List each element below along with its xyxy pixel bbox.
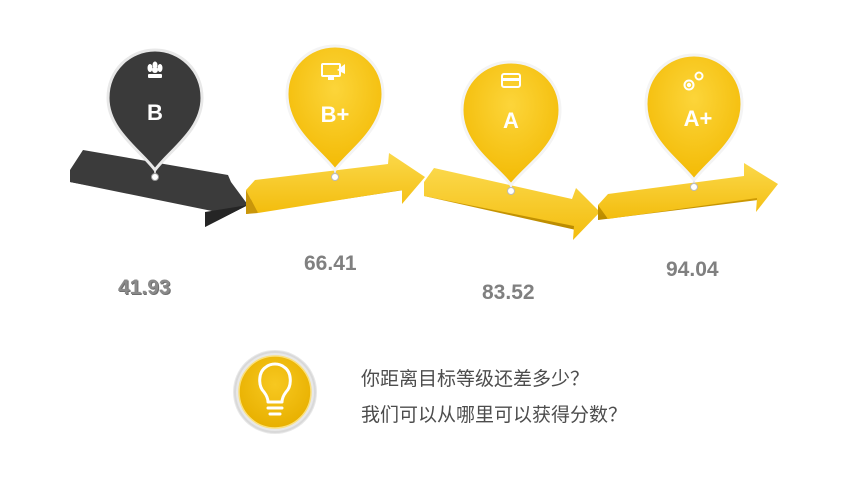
gears-icon — [683, 71, 704, 91]
arrow-step-3 — [424, 168, 600, 240]
score-value-3: 83.52 — [482, 281, 535, 304]
lightbulb-badge — [233, 350, 317, 434]
card-icon — [501, 73, 521, 88]
grade-label-2: B+ — [321, 102, 350, 127]
question-2: 我们可以从哪里可以获得分数？ — [361, 404, 628, 426]
grade-label-3: A — [503, 108, 519, 133]
question-1: 你距离目标等级还差多少？ — [361, 368, 590, 390]
grade-label-1: B — [147, 100, 163, 125]
pin-grade-b — [106, 48, 204, 181]
arrow-step-4 — [598, 163, 778, 220]
lightbulb-icon — [258, 362, 292, 416]
arrow-step-2 — [246, 153, 425, 214]
pin-grade-a — [460, 60, 562, 195]
score-value-1: 41.93 — [118, 276, 171, 299]
score-value-2: 66.41 — [304, 252, 357, 275]
pin-grade-b-plus — [285, 44, 385, 181]
flower-icon — [147, 61, 163, 78]
pin-grade-a-plus — [644, 53, 744, 191]
monitor-icon — [321, 63, 345, 80]
score-value-4: 94.04 — [666, 258, 719, 281]
arrow-step-1 — [70, 150, 248, 227]
grade-label-4: A+ — [684, 106, 713, 131]
